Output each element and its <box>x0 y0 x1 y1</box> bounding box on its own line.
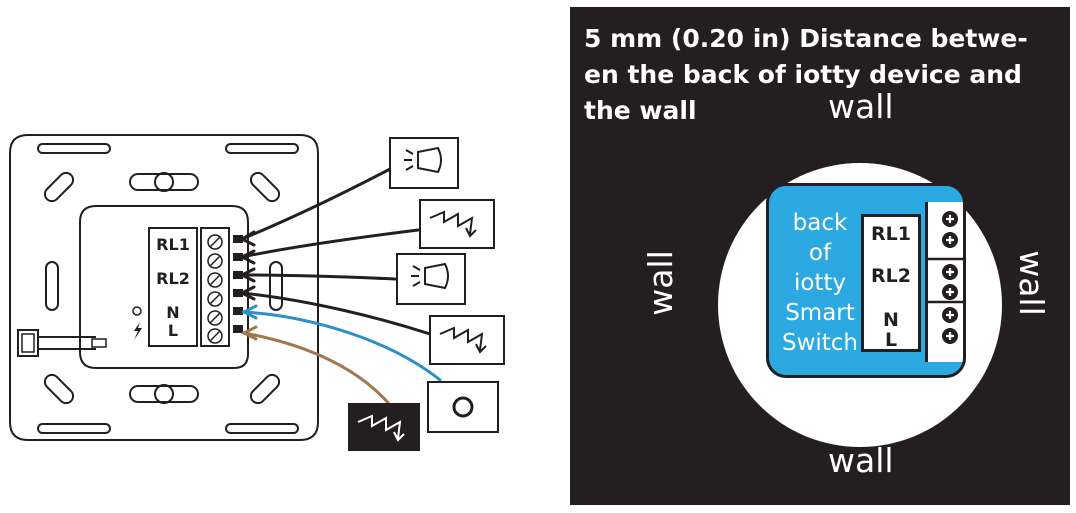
screw-terminals <box>207 234 223 344</box>
lamp-icon <box>389 137 459 189</box>
label-n: N <box>166 303 179 322</box>
wire-rl1-lamp <box>240 166 394 241</box>
lamp-icon-2 <box>396 253 466 305</box>
antenna-stub <box>91 338 107 348</box>
led-indicator <box>132 306 142 316</box>
plate-slot-angled-bl <box>43 373 75 405</box>
load-lightning-icon-2 <box>429 315 505 365</box>
plate-keyhole-bottom-hole <box>154 384 174 404</box>
power-bolt-icon <box>134 322 142 340</box>
label-rl1: RL1 <box>156 235 190 254</box>
heading-line-3: the wall <box>584 96 697 125</box>
plate-slot-bottom-right <box>225 423 299 434</box>
installation-panel: 5 mm (0.20 in) Distance betwe- en the ba… <box>570 7 1070 505</box>
plate-keyhole-top-hole <box>154 172 174 192</box>
wire-rl1-load <box>240 228 420 259</box>
plate-slot-bottom-left <box>37 423 111 434</box>
module-label-rl2: RL2 <box>871 265 911 287</box>
power-source-icon <box>348 403 420 451</box>
module-label-rl1: RL1 <box>871 223 911 245</box>
wall-label-right: wall <box>1012 250 1051 316</box>
plate-keyhole-bottom <box>129 385 199 403</box>
heading-line-2: en the back of iotty device and <box>584 60 1022 89</box>
wire-live <box>242 331 392 407</box>
antenna-connector <box>17 329 39 357</box>
plate-keyhole-top <box>129 173 199 191</box>
terminal-label-panel <box>148 227 198 347</box>
wire-neutral <box>242 310 442 382</box>
antenna-connector-inner <box>21 333 35 353</box>
switch-button-icon <box>427 381 499 433</box>
module-terminal-labels: RL1 RL2 N L <box>861 214 921 352</box>
back-of-device-text: back of iotty Smart Switch <box>781 210 859 356</box>
panel-heading: 5 mm (0.20 in) Distance betwe- en the ba… <box>584 21 1028 129</box>
wiring-diagram: RL1 RL2 N L <box>9 134 505 451</box>
plate-slot-angled-tl <box>43 171 75 203</box>
plate-slot-left <box>45 261 59 311</box>
module-screw-terminals <box>925 202 963 362</box>
wire-rl2-lamp <box>240 273 397 281</box>
plate-slot-top-right <box>225 143 299 154</box>
wall-plate-outline <box>9 134 319 441</box>
label-l: L <box>168 321 178 340</box>
heading-line-1: 5 mm (0.20 in) Distance betwe- <box>584 24 1028 53</box>
terminal-entries <box>233 235 243 333</box>
module-label-l: L <box>884 329 898 351</box>
plate-slot-right <box>269 261 283 311</box>
screw-icons <box>928 211 963 344</box>
plate-slot-angled-tr <box>249 171 281 203</box>
wall-label-top: wall <box>828 87 894 126</box>
wire-rl2-load <box>240 291 432 336</box>
load-lightning-icon <box>419 199 495 249</box>
wall-label-left: wall <box>641 250 680 316</box>
wall-label-bottom: wall <box>828 441 894 480</box>
iotty-module-back: back of iotty Smart Switch RL1 RL2 N L <box>766 183 966 378</box>
plate-slot-angled-br <box>249 373 281 405</box>
label-rl2: RL2 <box>156 269 190 288</box>
plate-slot-top-left <box>37 143 111 154</box>
module-label-n: N <box>883 309 899 331</box>
